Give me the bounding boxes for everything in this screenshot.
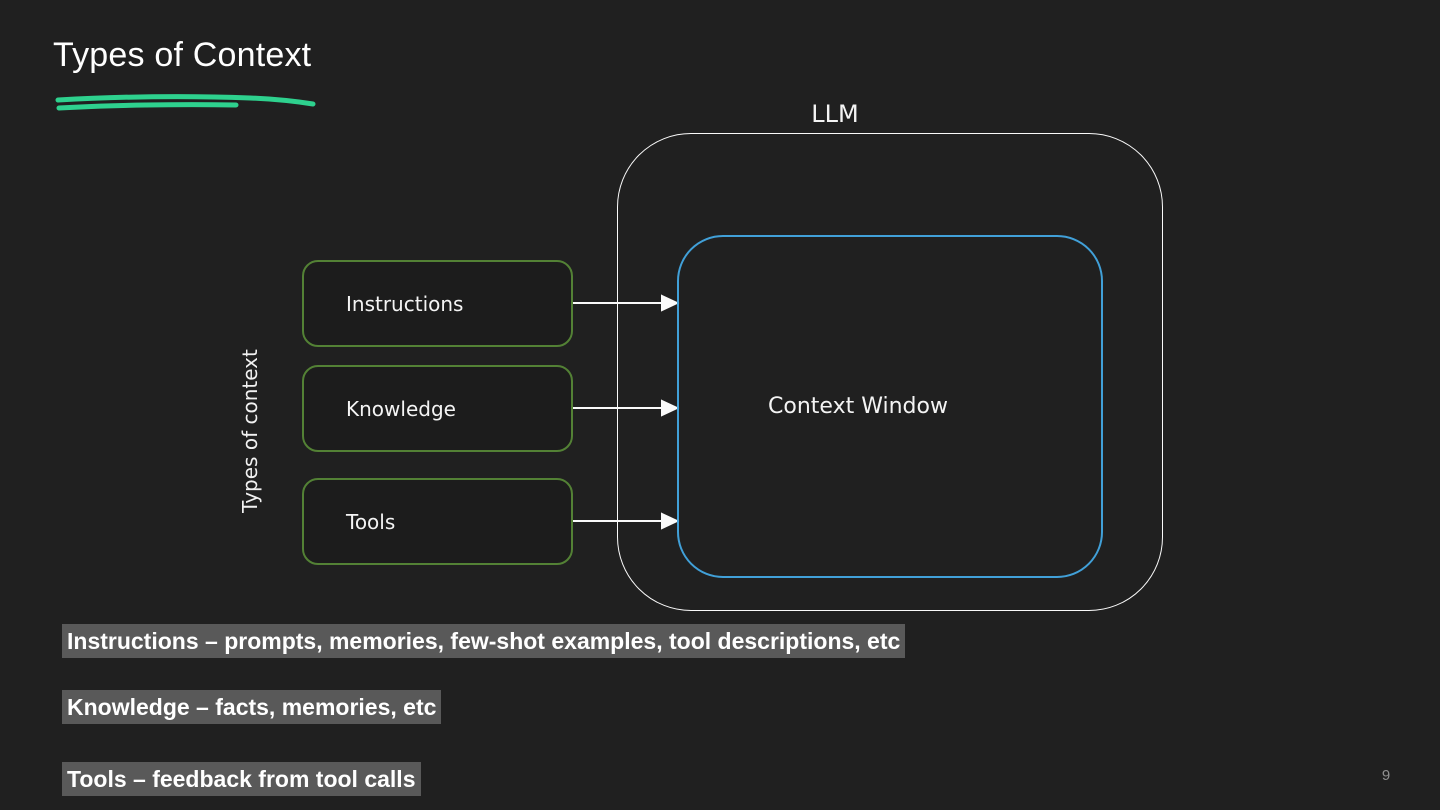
tools-box-label: Tools [346,509,396,534]
types-of-context-axis-label: Types of context [238,349,262,513]
llm-outline-box [617,133,1163,611]
instructions-box-label: Instructions [346,291,464,316]
note-instructions: Instructions – prompts, memories, few-sh… [62,624,906,658]
page-number: 9 [1381,767,1391,784]
context-window-label: Context Window [768,394,948,419]
note-knowledge: Knowledge – facts, memories, etc [62,690,442,724]
title-underline-scribble-icon [55,94,316,111]
instructions-box: Instructions [302,260,573,347]
tools-box: Tools [302,478,573,565]
llm-label: LLM [811,100,859,128]
knowledge-box: Knowledge [302,365,573,452]
note-tools-text: Tools – feedback from tool calls [62,762,421,796]
context-window-box: Context Window [677,235,1103,578]
note-knowledge-text: Knowledge – facts, memories, etc [62,690,442,724]
note-tools: Tools – feedback from tool calls [62,762,421,796]
page-title: Types of Context [53,36,312,74]
note-instructions-text: Instructions – prompts, memories, few-sh… [62,624,906,658]
knowledge-box-label: Knowledge [346,396,456,421]
